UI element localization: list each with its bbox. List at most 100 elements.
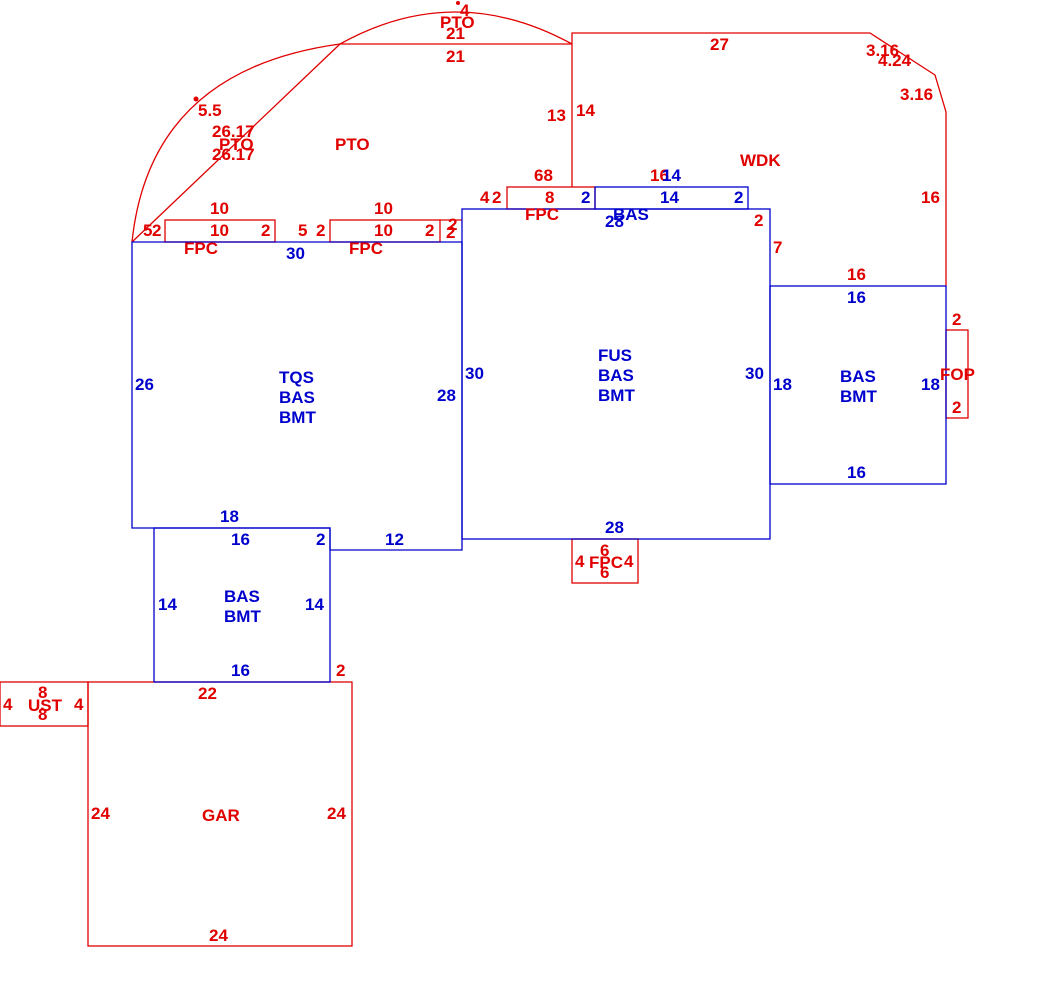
dim-label: 3.16 (866, 41, 899, 60)
dim-label: 12 (385, 530, 404, 549)
dim-label: 14 (158, 595, 177, 614)
dim-label: 4 (3, 695, 13, 714)
area-label-bas-top: BAS (613, 205, 649, 224)
dim-label: 2 (316, 530, 325, 549)
area-label-ust: UST (28, 696, 63, 715)
area-label-fus-1: FUS (598, 346, 632, 365)
dim-label: 2 (952, 398, 961, 417)
dim-label: 8 (545, 188, 554, 207)
dim-label: 30 (465, 364, 484, 383)
dim-label: 2 (152, 221, 161, 240)
dim-label: 18 (220, 507, 239, 526)
area-label-fus-3: BMT (598, 386, 635, 405)
area-label-wdk: WDK (740, 151, 781, 170)
area-label-fpc-left-2: FPC (349, 239, 383, 258)
bas-top-outline (594, 186, 749, 210)
dim-label: 24 (209, 926, 228, 945)
dim-label: 14 (662, 166, 681, 185)
dim-label: 14 (305, 595, 324, 614)
area-label-fop: FOP (940, 365, 975, 384)
dim-label: 6 (600, 541, 609, 560)
bas-right-outline (769, 285, 947, 485)
area-labels: PTO PTO PTO WDK FPC FPC FPC BAS TQS BAS … (28, 13, 975, 825)
dim-label: 8 (38, 683, 47, 702)
dim-label: 2 (492, 188, 501, 207)
dim-label: 16 (650, 166, 669, 185)
living-outlines (131, 186, 947, 683)
dim-label: 4 (575, 552, 585, 571)
dim-label: 5 (143, 221, 152, 240)
dim-label: 16 (921, 188, 940, 207)
dim-label: 8 (38, 705, 47, 724)
dim-label: 18 (921, 375, 940, 394)
dim-label: 26.17 (212, 145, 255, 164)
area-label-tqs-1: TQS (279, 368, 314, 387)
area-label-pto-diag: PTO (219, 135, 254, 154)
dim-label: 26 (135, 375, 154, 394)
area-label-tqs-2: BAS (279, 388, 315, 407)
dim-label: 2 (952, 310, 961, 329)
dim-label: 10 (210, 221, 229, 240)
dim-label: 2 (754, 211, 763, 230)
dim-label: 28 (437, 386, 456, 405)
dim-label: 14 (660, 188, 679, 207)
dim-label: 28 (605, 212, 624, 231)
pto-arc-top (339, 11, 573, 45)
bas-small-outline (153, 527, 331, 683)
area-label-bas-small-1: BAS (224, 587, 260, 606)
dim-label: 10 (374, 221, 393, 240)
dim-label: 28 (605, 518, 624, 537)
dim-label: 30 (286, 244, 305, 263)
area-label-fpc-top: FPC (525, 205, 559, 224)
dim-label: 4 (74, 695, 84, 714)
dim-label: 5 (298, 221, 307, 240)
dim-label: 24 (327, 804, 346, 823)
dim-label: 13 (547, 106, 566, 125)
dim-label: 6 (600, 563, 609, 582)
dim-label: 2 (316, 221, 325, 240)
dim-label: 16 (847, 265, 866, 284)
dim-label: 3.16 (900, 85, 933, 104)
dim-label: 10 (374, 199, 393, 218)
area-label-tqs-3: BMT (279, 408, 316, 427)
dimension-labels: 4 21 21 27 3.16 4.24 3.16 5.5 26.17 26.1… (3, 1, 961, 945)
dim-label: 21 (446, 24, 465, 43)
dim-label: 4 (480, 188, 490, 207)
dim-label: 2 (448, 215, 457, 234)
dim-label: 2 (734, 188, 743, 207)
dim-label: 14 (576, 101, 595, 120)
dim-label: 16 (847, 288, 866, 307)
pto-vertex (193, 96, 199, 102)
dim-label: 68 (534, 166, 553, 185)
exterior-outlines (0, 1, 969, 947)
dim-label: 27 (710, 35, 729, 54)
area-label-fpc-bottom: FPC (589, 553, 623, 572)
area-label-pto-top: PTO (440, 13, 475, 32)
dim-label: 30 (745, 364, 764, 383)
dim-label: 4 (624, 552, 634, 571)
area-label-bas-right-1: BAS (840, 367, 876, 386)
dim-label: 26.17 (212, 122, 255, 141)
area-label-bas-small-2: BMT (224, 607, 261, 626)
area-label-pto-main: PTO (335, 135, 370, 154)
dim-label: 5.5 (198, 101, 222, 120)
area-label-bas-right-2: BMT (840, 387, 877, 406)
area-label-fus-2: BAS (598, 366, 634, 385)
dim-label: 2 (446, 223, 455, 242)
dim-label: 16 (231, 661, 250, 680)
dim-label: 7 (773, 238, 782, 257)
dim-label: 2 (336, 661, 345, 680)
dim-label: 18 (773, 375, 792, 394)
pto-top-vertex (456, 1, 460, 5)
dim-label: 2 (261, 221, 270, 240)
dim-label: 10 (210, 199, 229, 218)
dim-label: 2 (581, 188, 590, 207)
dim-label: 16 (231, 530, 250, 549)
dim-label: 22 (198, 684, 217, 703)
pto-arc-left (131, 43, 341, 243)
dim-label: 2 (425, 221, 434, 240)
dim-label: 21 (446, 47, 465, 66)
dim-label: 4 (460, 1, 470, 20)
dim-label: 4.24 (878, 51, 912, 70)
